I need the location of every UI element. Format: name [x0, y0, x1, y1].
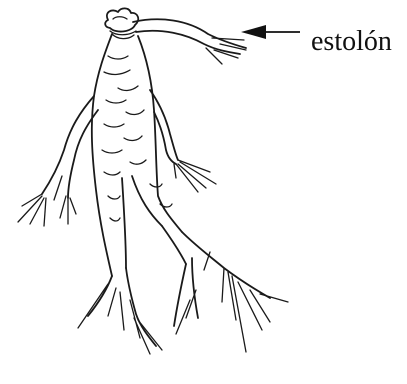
left-branch-root: [18, 96, 98, 226]
stolon-label: estolón: [311, 26, 392, 58]
root-wrinkles: [102, 56, 172, 221]
crown-knob: [105, 8, 138, 38]
stolon: [133, 19, 246, 64]
lower-left-root: [78, 268, 162, 354]
lower-right-root: [162, 226, 288, 352]
arrow-left-icon: [241, 25, 300, 39]
right-branch-root: [150, 90, 216, 192]
